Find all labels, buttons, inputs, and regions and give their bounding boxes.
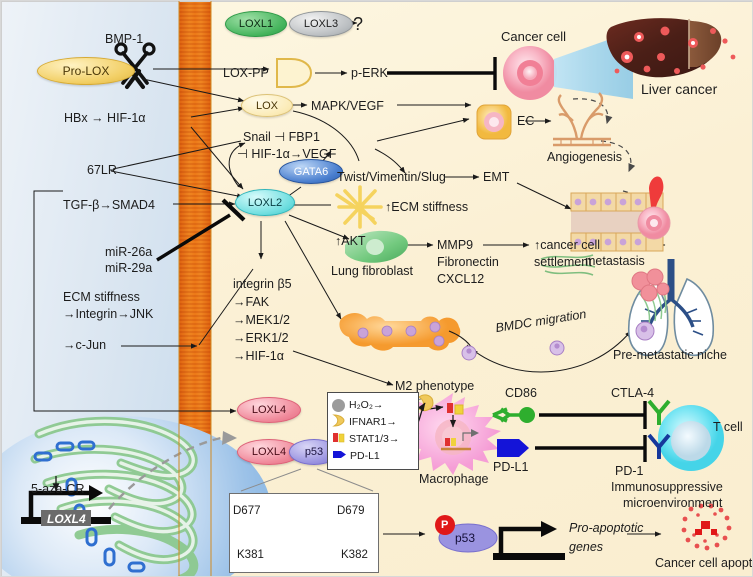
label-hif1a-vegf: ⊣ HIF-1α→VEGF (237, 147, 337, 161)
legend-row-pdl1: PD-L1 (332, 448, 415, 465)
label-mmp9: MMP9 (437, 238, 474, 252)
label-macrophage: Macrophage (419, 472, 489, 486)
label-twist-vimentin-slug: Twist/Vimentin/Slug (337, 170, 446, 184)
label-akt-up: ↑AKT (335, 234, 366, 248)
liver-icon (606, 18, 736, 78)
label-mir26a: miR-26a (105, 245, 153, 259)
node-loxl4[interactable]: LOXL4 (237, 397, 301, 423)
label-pre-metastatic-niche: Pre-metastatic niche (613, 348, 727, 362)
label-cxcl12: CXCL12 (437, 272, 485, 286)
legend-label-h2o2: H₂O₂→ (349, 398, 384, 411)
label-fibronectin: Fibronectin (437, 255, 499, 269)
label-bmp1: BMP-1 (105, 32, 144, 46)
label-cancer-cell-settlement-1: ↑cancer cell (534, 238, 600, 252)
node-lox[interactable]: LOX (241, 94, 293, 117)
legend-label-stat: STAT1/3→ (349, 432, 400, 445)
label-hbx-hif1a: HBx → HIF-1α (64, 111, 146, 125)
label-cancer-cell-apoptosis: Cancer cell apoptosis (655, 556, 753, 570)
label-ec: EC (517, 114, 535, 128)
ecm-fibers-icon (335, 185, 383, 229)
label-mir29a: miR-29a (105, 261, 153, 275)
label-cancer-cell: Cancer cell (501, 29, 567, 44)
node-gata6[interactable]: GATA6 (279, 159, 343, 184)
ifnar1-receptor-icon (332, 413, 345, 432)
legend-row-h2o2: H₂O₂→ (332, 397, 415, 414)
pro-apoptotic-gene-icon (493, 521, 565, 560)
macrophage-marker-legend: H₂O₂→ IFNAR1→ STAT1/3→ PD-L1 (327, 392, 419, 470)
label-hif1a: →HIF-1α (233, 349, 284, 363)
legend-row-stat: STAT1/3→ (332, 431, 415, 448)
label-pd1: PD-1 (615, 464, 644, 478)
pdl1-icon (332, 448, 347, 466)
label-phospho: P (441, 519, 449, 531)
label-lox-pp: LOX-PP (223, 66, 269, 80)
label-lung-fibroblast: Lung fibroblast (331, 264, 414, 278)
node-loxl2[interactable]: LOXL2 (235, 189, 295, 216)
label-p53-bottom: p53 (455, 531, 476, 545)
label-tgfb-smad4: TGF-β→SMAD4 (63, 198, 155, 212)
cancer-cell-icon (503, 46, 557, 100)
p53-phospho-icon (435, 515, 498, 553)
lungs-icon (627, 259, 715, 357)
legend-row-ifnar1: IFNAR1→ (332, 413, 415, 432)
label-m2-phenotype: M2 phenotype (395, 379, 475, 393)
label-pro-apoptotic-1: Pro-apoptotic (569, 521, 644, 535)
label-c-jun: →c-Jun (63, 338, 107, 352)
label-mek: →MEK1/2 (233, 313, 290, 327)
label-question: ? (353, 14, 364, 34)
collagen-fibers-icon (540, 254, 596, 276)
node-loxl1[interactable]: LOXL1 (225, 11, 287, 37)
endothelial-cell-icon (476, 104, 512, 140)
label-fak: →FAK (233, 295, 270, 309)
label-emt: EMT (483, 170, 510, 184)
metastasis-icon (570, 176, 671, 252)
label-integrin-b5: integrin β5 (233, 277, 292, 291)
grey-circle-icon (332, 399, 345, 412)
loxl4-gene-icon (21, 485, 111, 526)
label-immunosuppressive-2: microenvironment (623, 496, 723, 510)
label-k381: K381 (237, 549, 264, 561)
label-k382: K382 (341, 549, 368, 561)
node-loxl3[interactable]: LOXL3 (289, 11, 353, 37)
label-d679: D679 (337, 505, 365, 517)
salt-bridge-box (229, 493, 379, 573)
label-5-aza-cr: 5-aza-CR (31, 482, 85, 496)
bone-cell-icon (339, 313, 461, 351)
label-angiogenesis: Angiogenesis (547, 150, 623, 164)
label-snail-fbp1: Snail ⊣ FBP1 (243, 130, 320, 144)
label-erk: →ERK1/2 (233, 331, 289, 345)
label-p-erk: p-ERK (351, 66, 388, 80)
apoptotic-cell-icon (681, 503, 732, 551)
angiogenesis-icon (553, 92, 611, 147)
t-cell-icon (647, 399, 724, 471)
label-67lr: 67LR (87, 163, 117, 177)
label-integrin-jnk: →Integrin→JNK (63, 307, 154, 321)
node-pro-lox[interactable]: Pro-LOX (37, 57, 135, 85)
label-ecm-stiffness-up: ↑ECM stiffness (385, 200, 469, 214)
legend-label-ifnar1: IFNAR1→ (349, 415, 397, 428)
label-pdl1: PD-L1 (493, 460, 529, 474)
lox-pp-shape (276, 58, 313, 88)
label-metastasis: metastasis (585, 254, 645, 268)
legend-label-pdl1: PD-L1 (350, 449, 380, 462)
label-t-cell: T cell (713, 420, 743, 434)
label-cd86: CD86 (505, 386, 537, 400)
stat-dimer-icon (332, 431, 345, 449)
label-loxl4-gene: LOXL4 (47, 512, 86, 526)
nuclear-pore-icons (33, 440, 146, 573)
label-pro-apoptotic-2: genes (569, 540, 604, 554)
label-ecm-stiffness-left: ECM stiffness (63, 290, 140, 304)
label-ctla4: CTLA-4 (611, 386, 655, 400)
label-mapk-vegf: MAPK/VEGF (311, 99, 384, 113)
label-immunosuppressive-1: Immunosuppressive (611, 480, 723, 494)
lung-fibroblast-icon (345, 230, 408, 263)
macrophage-icon (401, 393, 535, 475)
label-liver-cancer: Liver cancer (641, 81, 718, 97)
label-cancer-cell-settlement-2: settlement (534, 255, 592, 269)
label-d677: D677 (233, 505, 261, 517)
